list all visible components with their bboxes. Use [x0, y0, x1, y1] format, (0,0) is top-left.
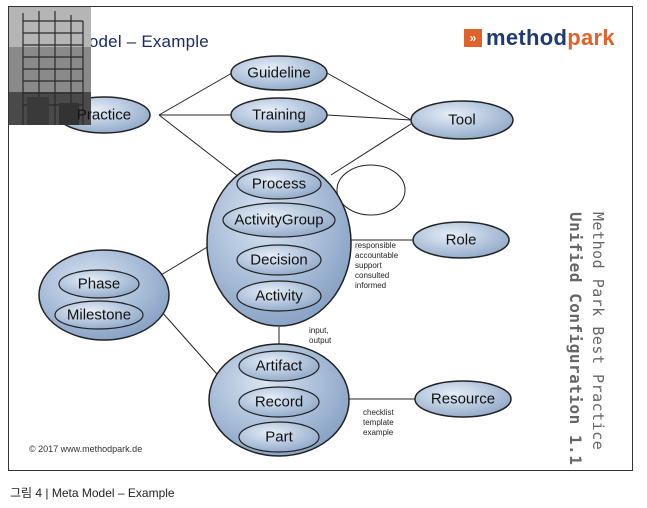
node-activity — [236, 280, 322, 312]
label-guideline: Guideline — [247, 64, 311, 82]
line-practice-core — [158, 114, 240, 178]
note-input-output: input, output — [309, 326, 332, 345]
node-decision — [236, 244, 322, 276]
building-photo — [9, 7, 91, 125]
side-text-line2: Unified Configuration 1.1 — [566, 212, 585, 466]
self-loop — [336, 164, 406, 216]
label-activity: Activity — [255, 287, 303, 305]
side-text-line1: Method Park Best Practice — [589, 212, 607, 451]
line-training-tool — [326, 114, 412, 121]
line-guideline-tool — [326, 72, 412, 121]
label-phase: Phase — [77, 275, 121, 293]
label-artifact: Artifact — [255, 357, 303, 375]
label-decision: Decision — [250, 251, 308, 269]
connector-lines — [158, 72, 415, 400]
container-process-group — [206, 159, 352, 327]
line-phase-core — [160, 242, 215, 276]
label-role: Role — [445, 231, 477, 249]
node-activitygroup — [222, 202, 336, 238]
node-resource — [414, 380, 512, 418]
label-practice: Practice — [76, 106, 132, 124]
note-role-relations: responsible accountable support consulte… — [355, 241, 399, 290]
figure-caption: 그림 4 | Meta Model – Example — [10, 486, 175, 500]
label-activitygroup: ActivityGroup — [234, 211, 324, 229]
logo-mark-icon: » — [464, 29, 482, 47]
node-milestone — [54, 300, 144, 330]
copyright-footer: © 2017 www.methodpark.de — [29, 444, 143, 454]
logo-wordmark: methodpark — [486, 25, 615, 50]
methodpark-logo: » methodpark — [464, 25, 615, 51]
note-resource-relations: checklist template example — [363, 408, 394, 437]
node-training — [230, 97, 328, 133]
line-core-tool — [330, 123, 412, 176]
label-training: Training — [252, 106, 306, 124]
node-tool — [410, 100, 514, 140]
label-record: Record — [254, 393, 304, 411]
label-part: Part — [265, 428, 293, 446]
slide: Meta Model – Example » methodpark Method… — [8, 6, 633, 471]
line-phase-artifacts — [160, 310, 225, 383]
label-tool: Tool — [448, 111, 476, 129]
node-guideline — [230, 55, 328, 91]
node-role — [412, 221, 510, 259]
label-resource: Resource — [430, 390, 496, 408]
line-practice-guideline — [158, 72, 233, 116]
label-milestone: Milestone — [66, 306, 132, 324]
node-record — [238, 386, 320, 418]
node-part — [238, 421, 320, 453]
node-artifact — [238, 350, 320, 382]
diagram-canvas — [38, 55, 514, 457]
label-process: Process — [251, 175, 307, 193]
node-process — [236, 168, 322, 200]
node-phase — [58, 269, 140, 299]
